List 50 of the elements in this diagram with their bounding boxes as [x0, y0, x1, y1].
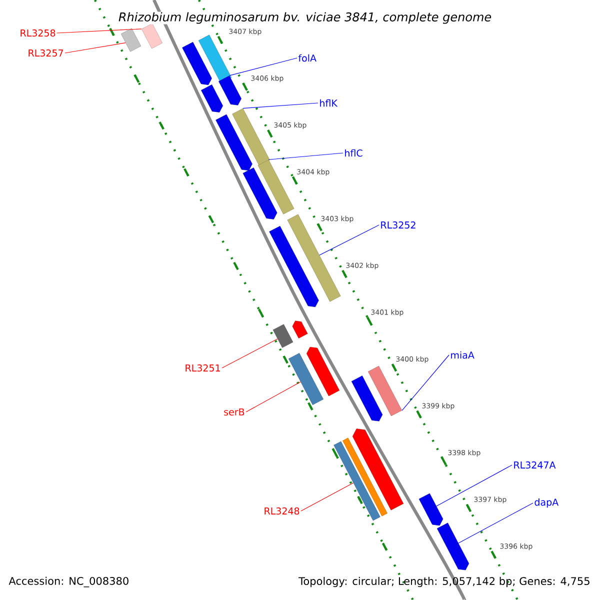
gene-block — [368, 366, 402, 416]
gene-block — [242, 168, 278, 220]
gene-block — [351, 376, 383, 422]
gene-label: hflC — [345, 149, 362, 157]
summary-text: Topology: circular; Length: 5,057,142 bp; Genes: 4,755 — [298, 576, 590, 588]
leader-line — [458, 502, 534, 544]
leader-line — [402, 354, 450, 411]
leader-line — [246, 382, 301, 412]
gene-block — [352, 428, 404, 510]
gene-block — [306, 346, 340, 396]
gene-label: RL3248 — [264, 507, 300, 515]
leader-line — [229, 58, 298, 76]
leader-line — [268, 152, 344, 160]
gene-block — [141, 23, 163, 49]
gene-block — [287, 214, 341, 302]
gene-label: RL3247A — [514, 461, 556, 469]
gene-block — [269, 226, 319, 308]
gene-block — [232, 108, 270, 166]
accession-text: Accession: NC_008380 — [8, 576, 128, 588]
gene-label: serB — [224, 408, 244, 416]
leader-line — [56, 28, 142, 34]
leader-line — [436, 464, 512, 506]
leader-line — [222, 338, 278, 368]
gene-label: RL3257 — [28, 49, 63, 57]
gene-label: RL3258 — [20, 29, 56, 37]
gene-block — [288, 353, 324, 405]
leader-line — [64, 42, 126, 54]
gene-block — [216, 114, 252, 171]
gene-block — [218, 76, 242, 106]
gene-label: miaA — [451, 351, 474, 359]
gene-label: folA — [298, 54, 316, 62]
gene-block — [334, 441, 380, 521]
gene-block — [120, 28, 142, 52]
title: Rhizobium leguminosarum bv. viciae 3841, complete genome — [118, 12, 492, 24]
gene-block — [272, 324, 294, 348]
leader-line — [319, 224, 380, 256]
gene-block — [198, 34, 232, 84]
leader-line — [300, 482, 354, 512]
leader-line — [242, 102, 318, 109]
gene-block — [418, 493, 444, 526]
gene-label: dapA — [534, 498, 559, 508]
gene-block — [258, 160, 294, 214]
gene-block — [292, 320, 308, 338]
gene-block — [182, 42, 212, 85]
gene-block — [342, 438, 388, 516]
gene-label: RL3252 — [381, 221, 416, 229]
gene-block — [201, 84, 223, 112]
gene-block — [436, 522, 470, 570]
gene-label: hflK — [320, 99, 338, 107]
gene-label: RL3251 — [186, 364, 220, 372]
